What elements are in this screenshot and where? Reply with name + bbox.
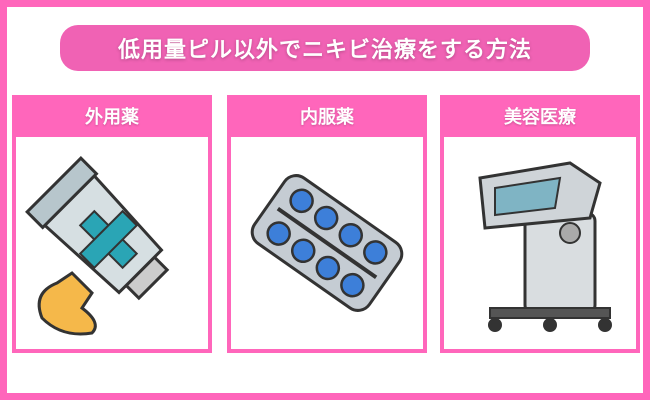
ointment-tube-icon <box>25 156 170 336</box>
card-aesthetic: 美容医療 <box>440 95 640 353</box>
card-body <box>444 137 636 349</box>
card-label: 美容医療 <box>504 107 576 128</box>
pill-blister-pack-icon <box>250 174 404 312</box>
card-label: 外用薬 <box>85 107 139 128</box>
card-label: 内服薬 <box>300 107 354 128</box>
card-body <box>231 137 423 349</box>
page-title: 低用量ピル以外でニキビ治療をする方法 <box>60 25 590 71</box>
card-oral: 内服薬 <box>227 95 427 353</box>
aesthetic-machine-icon <box>478 161 612 332</box>
card-body <box>16 137 208 349</box>
card-topical: 外用薬 <box>12 95 212 353</box>
